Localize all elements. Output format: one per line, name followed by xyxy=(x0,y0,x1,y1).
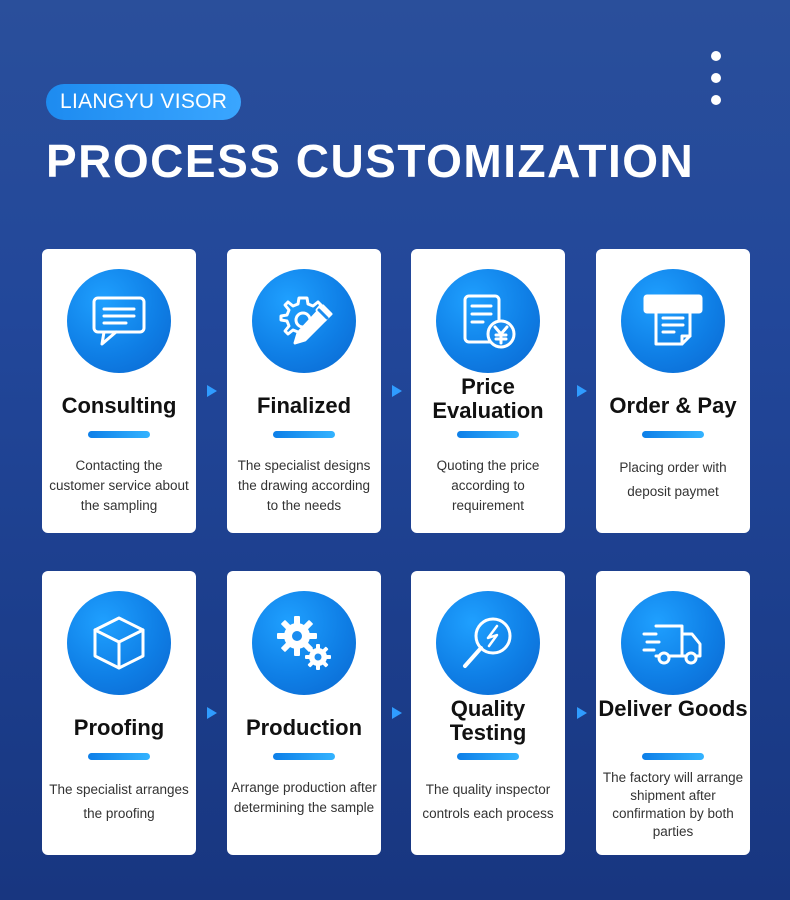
step-title: Consulting xyxy=(61,393,177,418)
title-underline xyxy=(642,431,704,438)
gear-pencil-icon xyxy=(252,269,356,373)
step-title: Proofing xyxy=(73,715,165,740)
step-description: The quality inspector controls each proc… xyxy=(422,782,554,821)
step-description: Contacting the customer service about th… xyxy=(49,458,189,513)
step-description: Arrange production after determining the… xyxy=(231,780,377,815)
gears-icon xyxy=(252,591,356,695)
step-title: Quality Testing xyxy=(449,696,527,745)
title-underline xyxy=(88,753,150,760)
title-underline xyxy=(273,431,335,438)
title-underline xyxy=(273,753,335,760)
step-card-consulting: Consulting Contacting the customer servi… xyxy=(42,249,196,533)
step-title: Production xyxy=(245,715,363,740)
arrow-icon xyxy=(577,707,587,719)
step-card-production: Production Arrange production after dete… xyxy=(227,571,381,855)
step-card-order-pay: Order & Pay Placing order with deposit p… xyxy=(596,249,750,533)
step-description: The factory will arrange shipment after … xyxy=(602,770,744,839)
truck-icon xyxy=(621,591,725,695)
page-title: PROCESS CUSTOMIZATION xyxy=(46,135,695,187)
title-underline xyxy=(642,753,704,760)
step-card-deliver-goods: Deliver Goods The factory will arrange s… xyxy=(596,571,750,855)
step-description: The specialist designs the drawing accor… xyxy=(237,458,371,513)
arrow-icon xyxy=(207,385,217,397)
chat-bubble-icon xyxy=(67,269,171,373)
title-underline xyxy=(457,753,519,760)
step-title: Deliver Goods xyxy=(598,696,748,721)
receipt-printer-icon xyxy=(621,269,725,373)
step-title: Price Evaluation xyxy=(432,374,544,423)
title-underline xyxy=(457,431,519,438)
step-title: Finalized xyxy=(256,393,352,418)
magnifier-icon xyxy=(436,591,540,695)
step-card-quality-testing: Quality Testing The quality inspector co… xyxy=(411,571,565,855)
step-card-finalized: Finalized The specialist designs the dra… xyxy=(227,249,381,533)
title-underline xyxy=(88,431,150,438)
arrow-icon xyxy=(392,385,402,397)
step-description: Placing order with deposit paymet xyxy=(619,460,727,499)
document-yen-icon xyxy=(436,269,540,373)
step-card-proofing: Proofing The specialist arranges the pro… xyxy=(42,571,196,855)
cube-icon xyxy=(67,591,171,695)
step-description: Quoting the price according to requireme… xyxy=(436,458,540,513)
more-options-icon[interactable] xyxy=(711,51,721,117)
step-description: The specialist arranges the proofing xyxy=(49,782,189,821)
brand-badge: LIANGYU VISOR xyxy=(46,84,242,120)
step-title: Order & Pay xyxy=(609,393,737,418)
arrow-icon xyxy=(577,385,587,397)
arrow-icon xyxy=(207,707,217,719)
step-card-price-evaluation: Price Evaluation Quoting the price accor… xyxy=(411,249,565,533)
arrow-icon xyxy=(392,707,402,719)
